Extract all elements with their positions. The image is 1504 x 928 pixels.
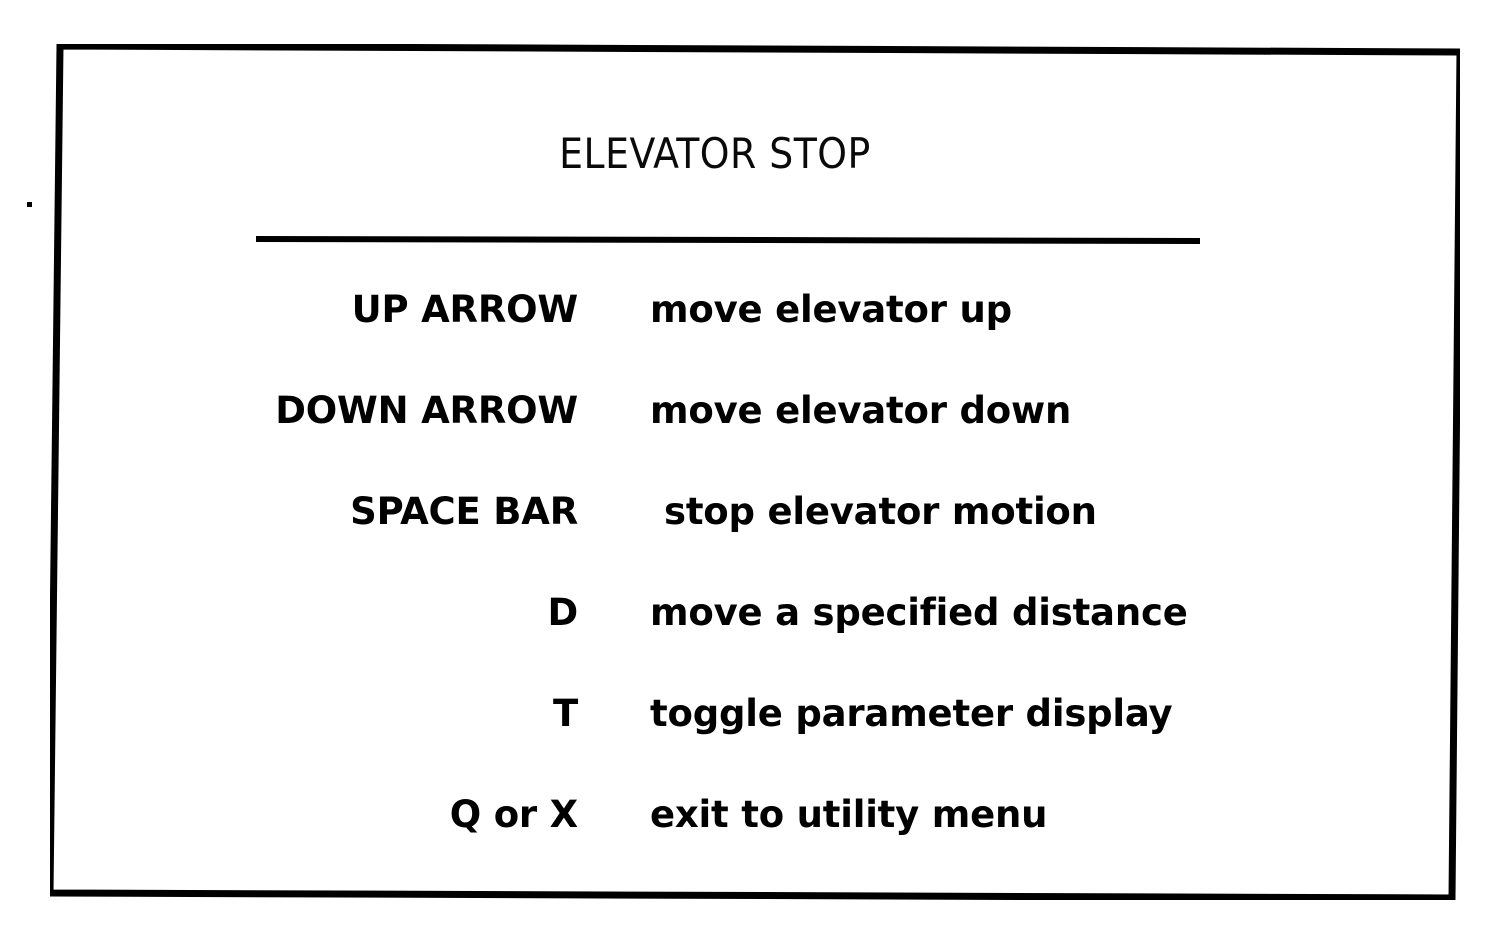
shortcut-key-label: DOWN ARROW <box>275 389 578 432</box>
shortcut-action-label: stop elevator motion <box>664 490 1097 533</box>
table-row: UP ARROW move elevator up <box>0 286 1250 387</box>
keyboard-shortcut-table: UP ARROW move elevator up DOWN ARROW mov… <box>0 286 1250 892</box>
table-row: Q or X exit to utility menu <box>0 791 1250 892</box>
table-row: D move a specified distance <box>0 589 1250 690</box>
shortcut-key-label: UP ARROW <box>351 288 579 331</box>
shortcut-action-label: toggle parameter display <box>650 692 1173 735</box>
screen-border-frame <box>50 44 1460 900</box>
table-row: SPACE BAR stop elevator motion <box>0 488 1250 589</box>
shortcut-action-label: move elevator down <box>650 389 1072 432</box>
shortcut-key-label: T <box>552 692 578 735</box>
shortcut-action-label: exit to utility menu <box>650 793 1048 836</box>
shortcut-action-label: move elevator up <box>650 288 1012 331</box>
shortcut-key-label: D <box>547 591 578 634</box>
page-title: ELEVATOR STOP <box>559 129 871 178</box>
table-row: DOWN ARROW move elevator down <box>0 387 1250 488</box>
table-row: T toggle parameter display <box>0 690 1250 791</box>
shortcut-key-label: Q or X <box>449 793 578 836</box>
scan-speck-artifact <box>27 202 32 207</box>
shortcut-action-label: move a specified distance <box>650 591 1188 634</box>
shortcut-key-label: SPACE BAR <box>350 490 578 533</box>
